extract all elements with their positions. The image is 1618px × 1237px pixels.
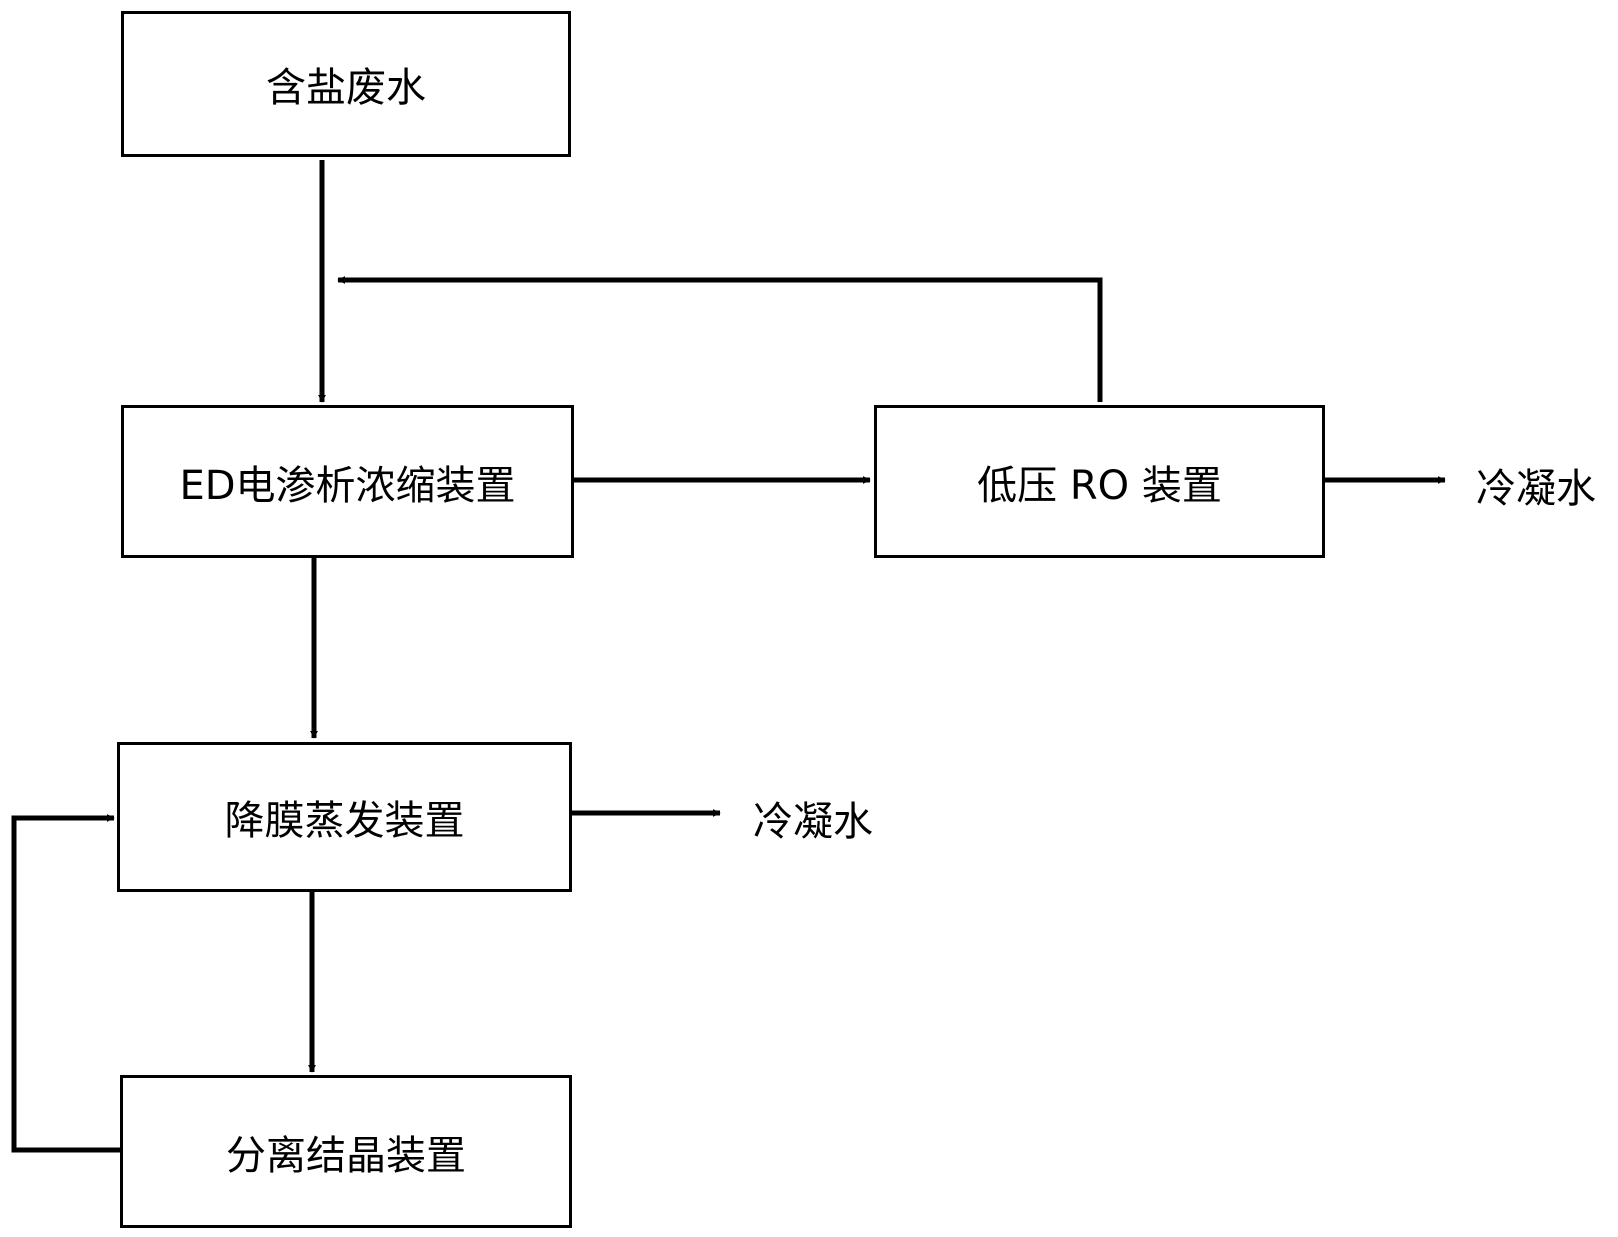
label-saline-wastewater: 含盐废水 — [266, 65, 426, 111]
label-ro-condensate: 冷凝水 — [1476, 466, 1596, 512]
label-low-pressure-ro: 低压 RO 装置 — [977, 462, 1222, 509]
box-separation-crystallizer: 分离结晶装置 — [120, 1075, 572, 1228]
arrow-ro-recycle-to-ed — [337, 276, 1103, 402]
label-falling-film-evaporator: 降膜蒸发装置 — [224, 798, 465, 844]
box-saline-wastewater: 含盐废水 — [121, 11, 571, 157]
arrow-crystallizer-recycle-to-evaporator — [11, 814, 120, 1153]
label-separation-crystallizer: 分离结晶装置 — [226, 1132, 466, 1179]
label-evaporator-condensate: 冷凝水 — [753, 799, 873, 845]
label-ed-concentrator: ED电渗析浓缩装置 — [179, 462, 516, 509]
box-falling-film-evaporator: 降膜蒸发装置 — [117, 742, 572, 892]
box-ed-concentrator: ED电渗析浓缩装置 — [121, 405, 574, 558]
box-low-pressure-ro: 低压 RO 装置 — [874, 405, 1325, 558]
